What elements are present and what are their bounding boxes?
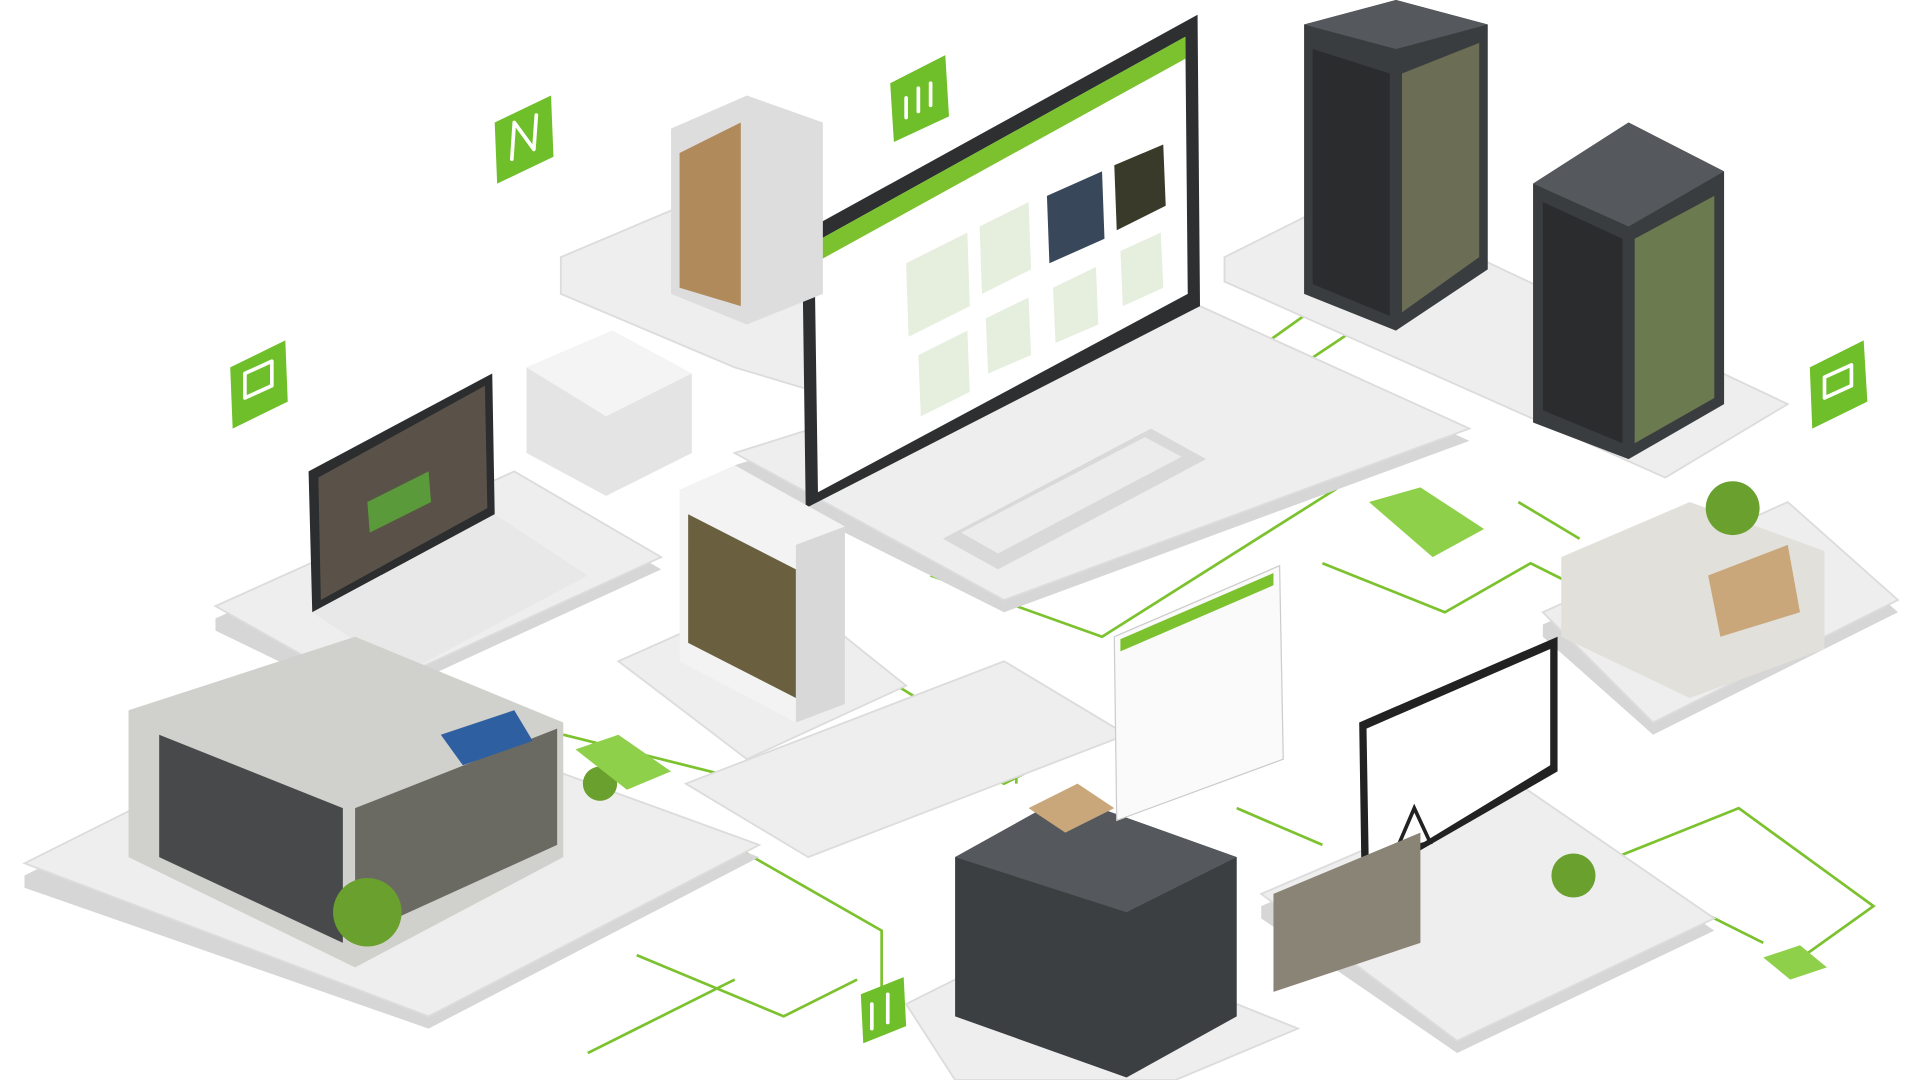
chart-icon [890, 55, 949, 143]
office-building [128, 636, 618, 968]
green-tile [575, 734, 672, 790]
box-icon [1809, 340, 1868, 429]
laptop [308, 373, 588, 674]
bookshelf [679, 465, 845, 723]
printer [526, 330, 692, 496]
warehouse [955, 783, 1237, 1078]
green-tile [1763, 945, 1827, 980]
server-tower-1 [1304, 0, 1488, 331]
server-tower-2 [1533, 122, 1725, 460]
monitor [802, 14, 1207, 570]
green-tile [1368, 487, 1485, 558]
tablet-display [1113, 564, 1284, 822]
storage-shelves [671, 95, 823, 325]
office-room [1273, 481, 1825, 992]
plant-icon [860, 977, 907, 1044]
logo-n-icon [494, 95, 554, 184]
book-icon [230, 340, 288, 429]
